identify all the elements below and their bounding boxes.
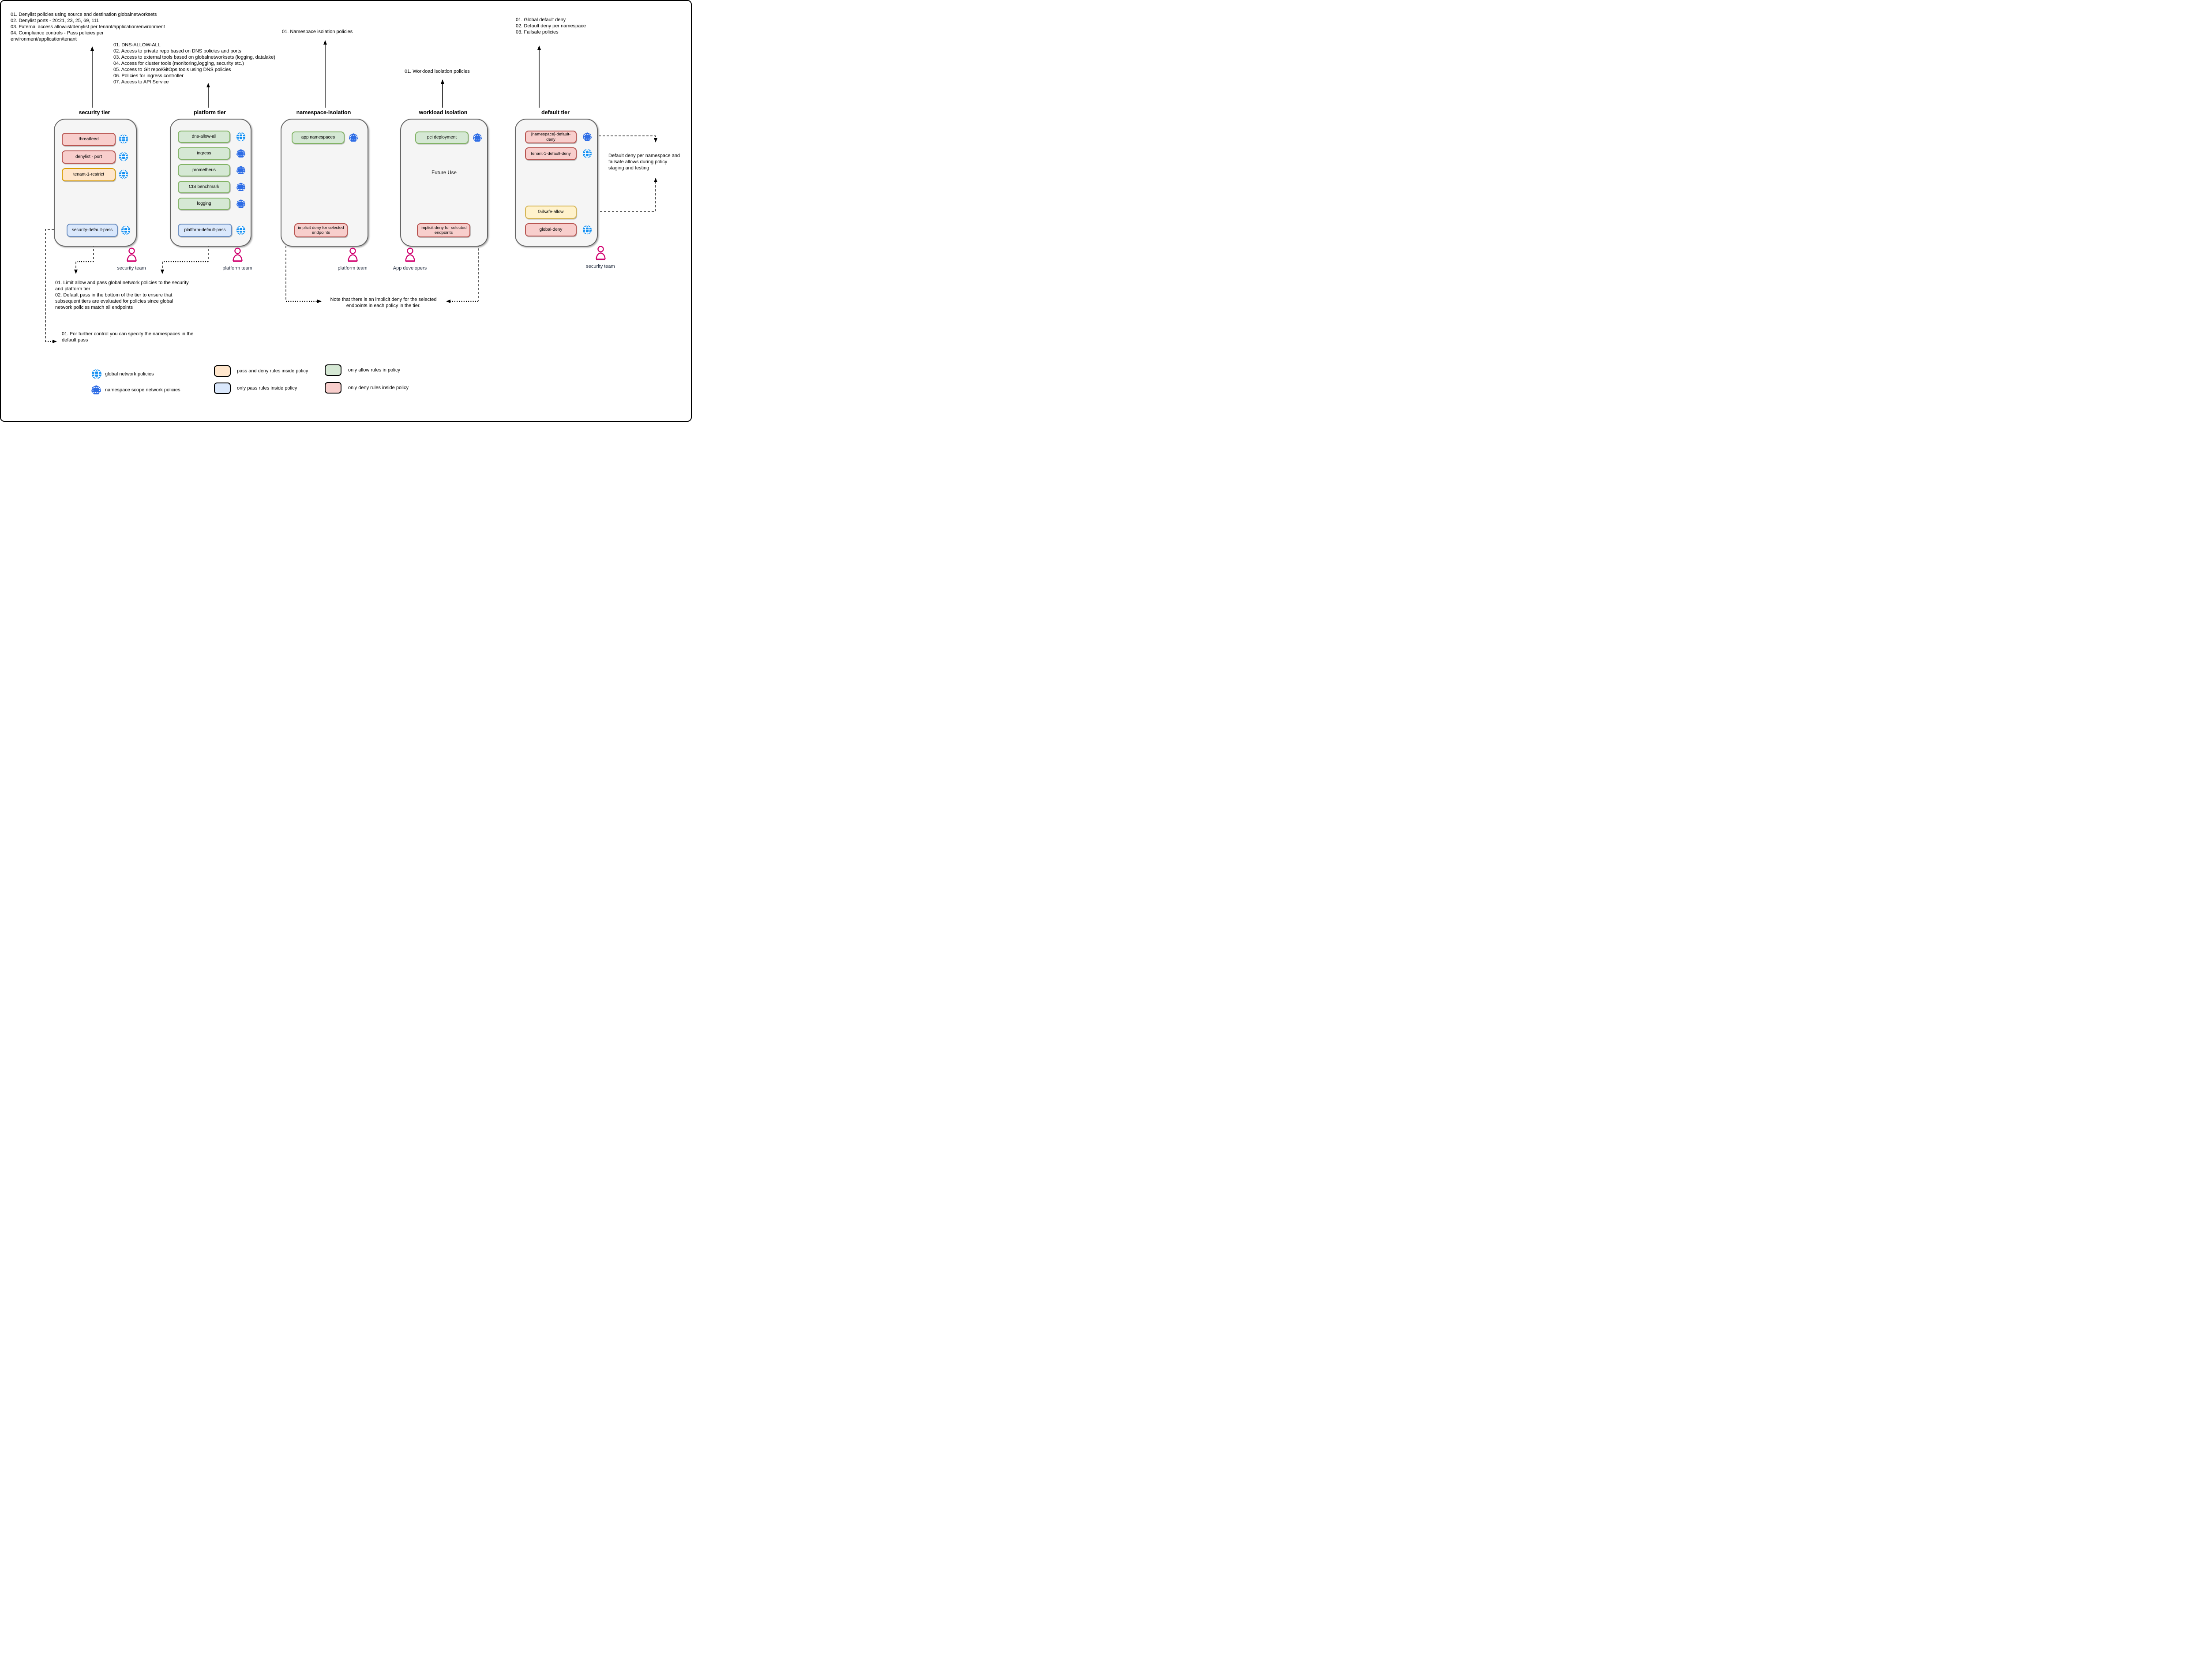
global-network-policy-icon	[121, 225, 131, 235]
policy-security-default-pass: security-default-pass	[67, 224, 118, 237]
policy-threatfeed: threatfeed	[62, 133, 116, 146]
workload-isolation-note: 01. Workload isolation policies	[405, 69, 470, 74]
team-label-platform-2: platform team	[338, 266, 368, 271]
team-label-security-2: security team	[586, 264, 615, 269]
tier-namespace-isolation: app namespaces implicit deny for selecte…	[281, 119, 368, 247]
namespace-scope-policy-icon	[236, 199, 246, 209]
namespace-isolation-note: 01. Namespace isolation policies	[282, 29, 353, 34]
policy-ingress: ingress	[178, 147, 230, 160]
namespace-scope-policy-icon	[236, 165, 246, 175]
policy-denylist-port: denylist - port	[62, 150, 116, 164]
person-icon	[126, 247, 138, 263]
legend-pass-deny-label: pass and deny rules inside policy	[237, 368, 308, 374]
tier-title-namespace-isolation: namespace-isolation	[296, 109, 351, 116]
default-tier-note: 01. Global default deny 02. Default deny…	[516, 17, 586, 35]
global-network-policy-icon	[91, 369, 102, 379]
policy-dns-allow-all: dns-allow-all	[178, 131, 230, 143]
policy-cis-benchmark: CIS benchmark	[178, 181, 230, 193]
legend-swatch-only-allow	[325, 364, 341, 376]
person-icon	[347, 247, 359, 263]
legend-swatch-only-deny	[325, 382, 341, 394]
global-network-policy-icon	[236, 132, 246, 142]
global-network-policy-icon	[582, 225, 592, 235]
legend-only-deny-label: only deny rules inside policy	[348, 385, 409, 390]
policy-platform-default-pass: platform-default-pass	[178, 224, 232, 237]
namespace-scope-policy-icon	[582, 132, 592, 142]
tier-security: threatfeed denylist - port tenant-1-rest…	[54, 119, 137, 247]
legend-namespace-label: namespace scope network policies	[105, 387, 180, 393]
policy-app-namespaces: app namespaces	[292, 131, 345, 144]
tier-title-platform: platform tier	[194, 109, 226, 116]
network-policy-tiers-diagram: 01. Denylist policies using source and d…	[0, 0, 692, 422]
policy-logging: logging	[178, 198, 230, 210]
tier-platform: dns-allow-all ingress prometheus CIS ben…	[170, 119, 251, 247]
tier-title-workload-isolation: workload isolation	[419, 109, 468, 116]
person-icon	[404, 247, 416, 263]
person-icon	[595, 245, 607, 261]
team-label-platform-1: platform team	[222, 266, 252, 271]
team-label-app-developers: App developers	[393, 266, 427, 271]
namespace-scope-policy-icon	[236, 149, 246, 158]
tier-title-security: security tier	[79, 109, 110, 116]
implicit-deny-note: Note that there is an implicit deny for …	[330, 297, 437, 309]
policy-tenant-1-restrict: tenant-1-restrict	[62, 168, 116, 181]
limit-allow-note: 01. Limit allow and pass global network …	[55, 280, 189, 311]
tier-workload-isolation: pci deployment Future Use implicit deny …	[400, 119, 488, 247]
namespace-scope-policy-icon	[349, 133, 358, 142]
namespace-scope-policy-icon	[91, 385, 101, 395]
policy-workload-implicit-deny: implicit deny for selected endpoints	[417, 223, 470, 237]
global-network-policy-icon	[119, 152, 128, 161]
policy-namespace-default-deny: [namespace]-default-deny	[525, 131, 577, 143]
future-use-label: Future Use	[431, 170, 457, 176]
policy-pci-deployment: pci deployment	[415, 131, 469, 144]
legend-global-label: global network policies	[105, 371, 154, 377]
legend-swatch-only-pass	[214, 382, 231, 394]
global-network-policy-icon	[236, 225, 246, 235]
platform-tier-note: 01. DNS-ALLOW-ALL 02. Access to private …	[113, 42, 275, 85]
policy-global-deny: global-deny	[525, 223, 577, 236]
further-control-note: 01. For further control you can specify …	[62, 331, 194, 343]
legend-only-pass-label: only pass rules inside policy	[237, 386, 297, 391]
namespace-scope-policy-icon	[473, 133, 482, 142]
team-label-security-1: security team	[117, 266, 146, 271]
tier-title-default: default tier	[541, 109, 570, 116]
policy-prometheus: prometheus	[178, 164, 230, 176]
person-icon	[232, 247, 244, 263]
policy-failsafe-allow: failsafe-allow	[525, 206, 577, 219]
policy-tenant-1-default-deny: tenant-1-default-deny	[525, 147, 577, 160]
dash-ns-default-deny-to-note	[591, 135, 657, 142]
legend-swatch-pass-deny	[214, 365, 231, 377]
policy-ns-implicit-deny: implicit deny for selected endpoints	[294, 223, 348, 237]
default-deny-failsafe-note: Default deny per namespace and failsafe …	[608, 153, 680, 171]
security-tier-note: 01. Denylist policies using source and d…	[11, 12, 165, 42]
global-network-policy-icon	[119, 134, 128, 144]
namespace-scope-policy-icon	[236, 182, 246, 192]
global-network-policy-icon	[582, 149, 592, 158]
tier-default: [namespace]-default-deny tenant-1-defaul…	[515, 119, 598, 247]
legend-only-allow-label: only allow rules in policy	[348, 368, 400, 373]
global-network-policy-icon	[119, 169, 128, 179]
